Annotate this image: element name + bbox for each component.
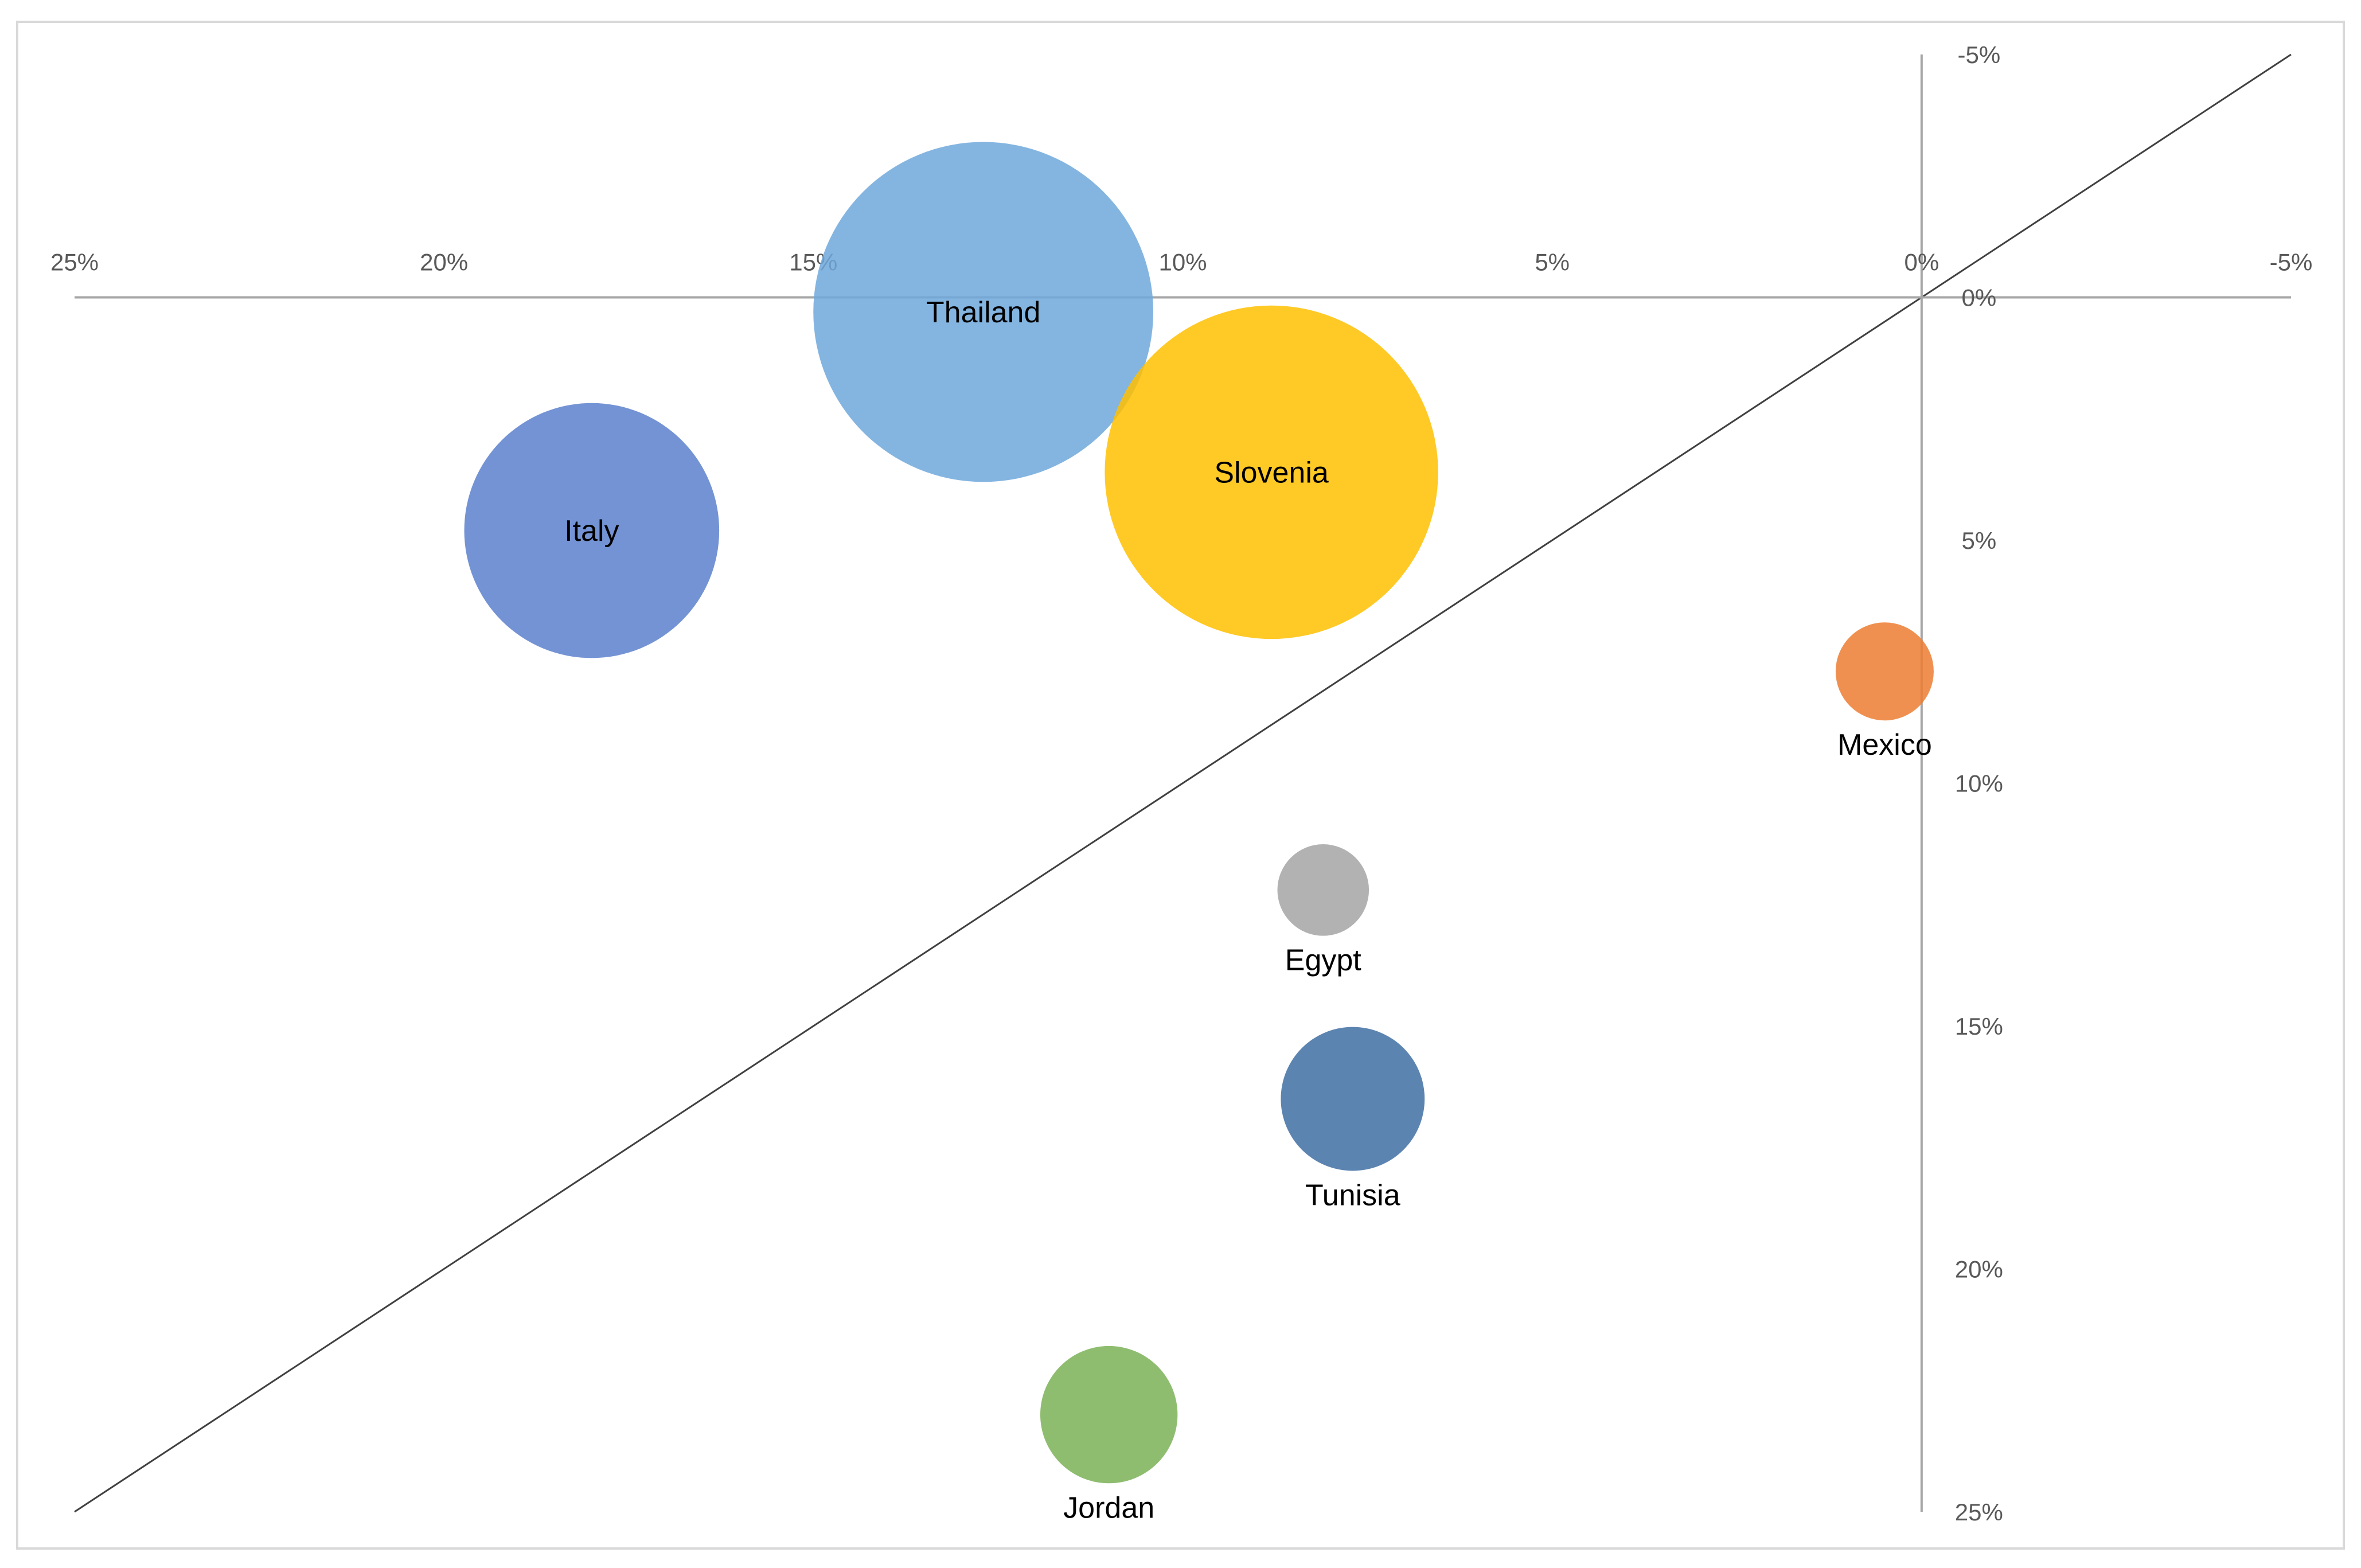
bubble-italy bbox=[464, 403, 720, 658]
x-tick-label: 20% bbox=[420, 249, 468, 276]
x-tick-label: 10% bbox=[1158, 249, 1207, 276]
bubble-tunisia bbox=[1281, 1027, 1425, 1171]
bubble-mexico bbox=[1835, 622, 1934, 721]
y-tick-label: 20% bbox=[1955, 1256, 2003, 1283]
y-tick-label: 5% bbox=[1961, 527, 1996, 554]
bubble-label-tunisia: Tunisia bbox=[1305, 1179, 1400, 1212]
bubble-jordan bbox=[1040, 1345, 1178, 1484]
x-tick-label: -5% bbox=[2270, 249, 2313, 276]
bubble-label-mexico: Mexico bbox=[1837, 728, 1932, 762]
x-tick-label: 25% bbox=[50, 249, 99, 276]
bubbles bbox=[464, 142, 1934, 1484]
bubble-egypt bbox=[1277, 844, 1369, 936]
x-tick-label: 0% bbox=[1904, 249, 1939, 276]
bubble-label-italy: Italy bbox=[564, 514, 619, 548]
bubble-label-egypt: Egypt bbox=[1285, 944, 1362, 977]
x-tick-labels: 25%20%15%10%5%0%-5% bbox=[50, 249, 2312, 276]
y-tick-label: 10% bbox=[1955, 770, 2003, 797]
bubble-labels: ThailandSloveniaItalyMexicoEgyptTunisiaJ… bbox=[564, 296, 1932, 1524]
x-tick-label: 5% bbox=[1535, 249, 1570, 276]
bubble-thailand bbox=[813, 142, 1154, 482]
y-tick-label: -5% bbox=[1957, 41, 2000, 68]
y-tick-labels: -5% 0% 5% 10% 15% 20% 25% bbox=[1955, 41, 2003, 1526]
y-tick-label: 15% bbox=[1955, 1013, 2003, 1040]
bubble-label-thailand: Thailand bbox=[926, 296, 1040, 329]
y-tick-label: 25% bbox=[1955, 1499, 2003, 1526]
bubble-label-jordan: Jordan bbox=[1063, 1491, 1154, 1524]
bubble-slovenia bbox=[1105, 305, 1438, 639]
bubble-label-slovenia: Slovenia bbox=[1214, 456, 1329, 489]
y-tick-label: 0% bbox=[1961, 284, 1996, 311]
